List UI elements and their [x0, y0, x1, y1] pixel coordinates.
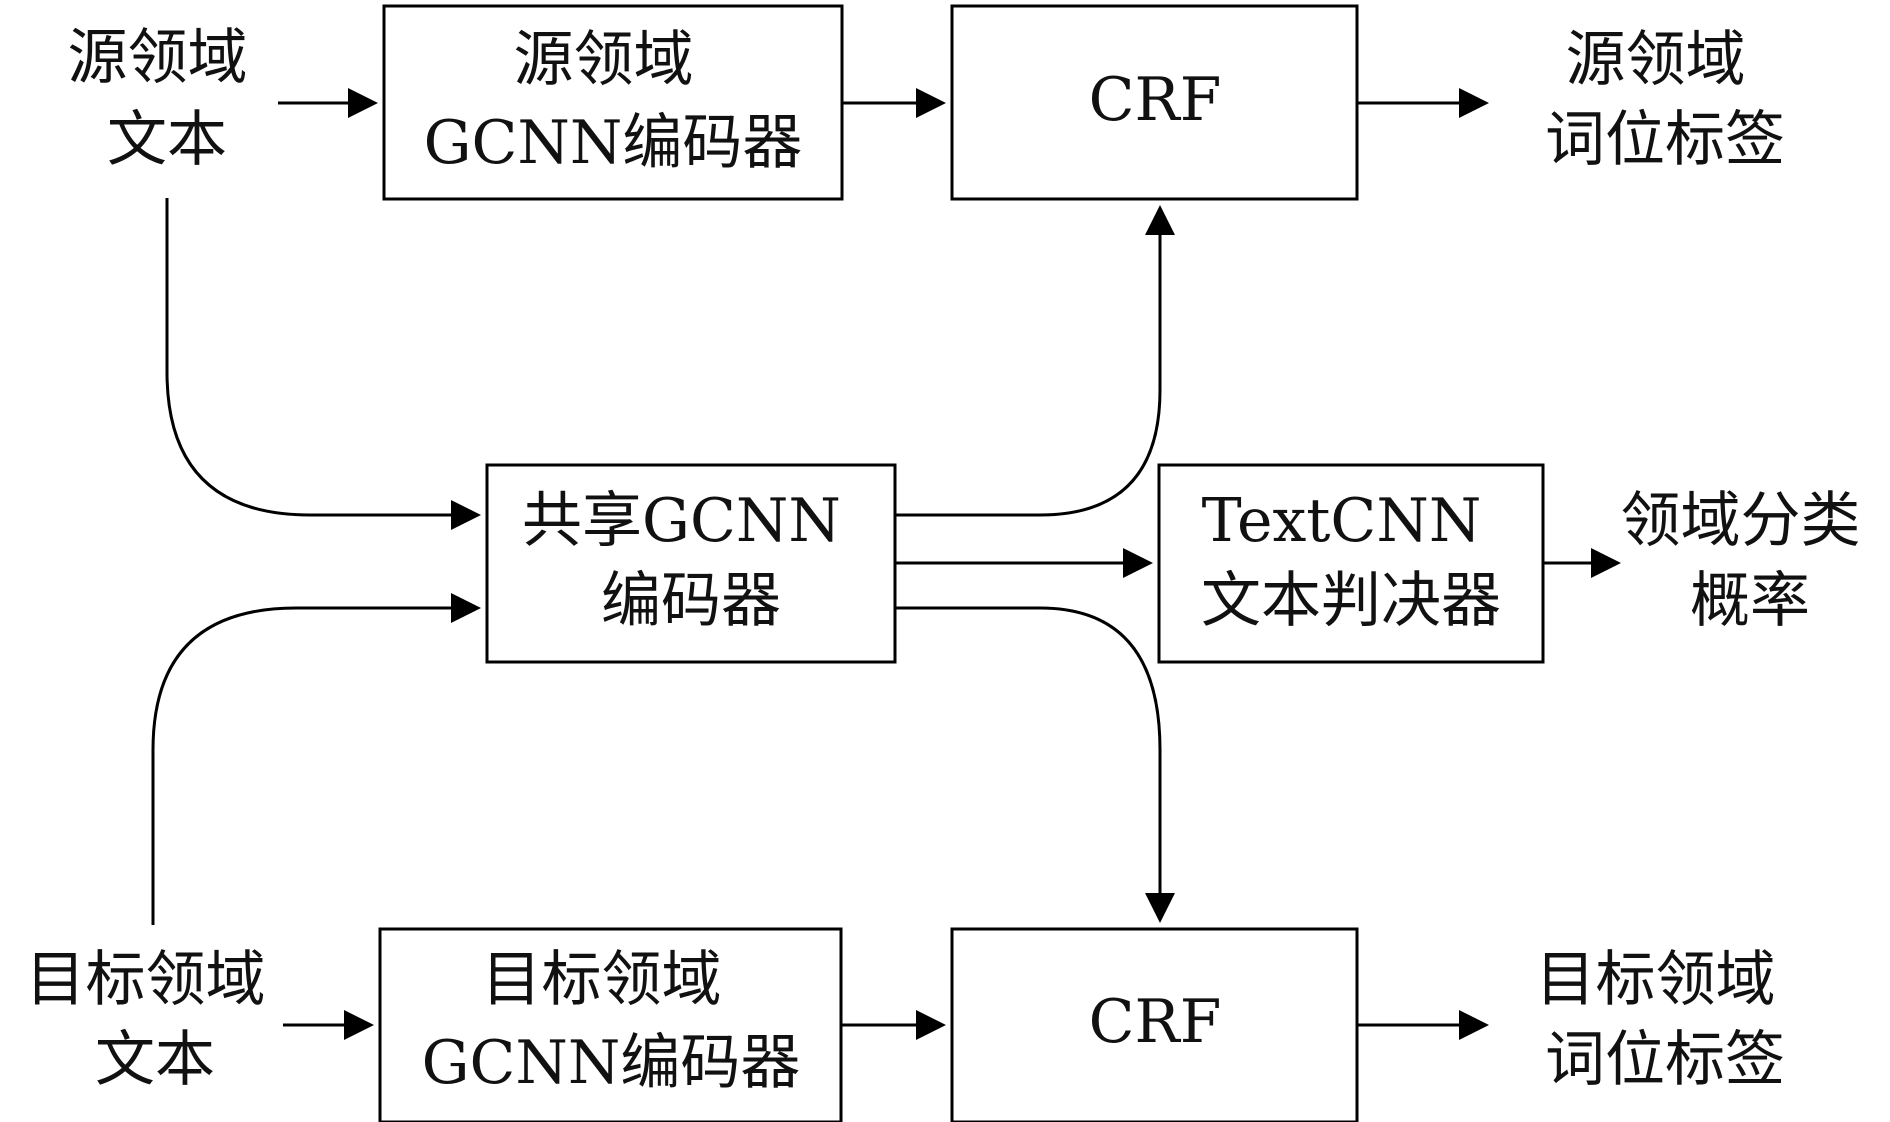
- source-crf-box: [950, 4, 1359, 201]
- source-text-label: 源领域 文本: [67, 23, 266, 175]
- textcnn-line-2: 文本判决器: [1201, 566, 1501, 636]
- target-crf-box: [950, 927, 1359, 1122]
- textcnn-box: [1157, 463, 1545, 664]
- shared-encoder-line-2: 编码器: [601, 566, 781, 636]
- target-text-line-2: 文本: [95, 1025, 215, 1095]
- textcnn-line-1: TextCNN: [1202, 486, 1482, 556]
- target-tags-line-2: 词位标签: [1545, 1025, 1785, 1095]
- edge-shared-encoder-to-target-crf: [895, 606, 1175, 923]
- shared-encoder-line-1: 共享GCNN: [522, 486, 841, 556]
- target-text-label: 目标领域 文本: [25, 945, 284, 1095]
- textcnn-label: TextCNN 文本判决器: [1201, 486, 1501, 636]
- source-tags-line-1: 源领域: [1565, 25, 1745, 95]
- shared-encoder-box: [485, 463, 897, 664]
- source-encoder-line-2: GCNN编码器: [424, 108, 803, 178]
- source-crf-label: CRF: [1089, 65, 1222, 135]
- source-tags-line-2: 词位标签: [1545, 105, 1785, 175]
- target-encoder-box: [378, 927, 843, 1122]
- shared-encoder-label: 共享GCNN 编码器: [522, 486, 860, 636]
- source-text-line-2: 文本: [107, 105, 227, 175]
- edge-target-text-to-shared-encoder: [151, 593, 481, 925]
- target-text-line-1: 目标领域: [25, 945, 265, 1015]
- target-encoder-label: 目标领域 GCNN编码器: [422, 945, 801, 1098]
- source-encoder-box: [382, 4, 844, 201]
- source-encoder-label: 源领域 GCNN编码器: [424, 25, 803, 178]
- target-tags-line-1: 目标领域: [1535, 945, 1775, 1015]
- target-encoder-line-1: 目标领域: [481, 945, 721, 1015]
- edge-shared-encoder-to-source-crf: [895, 205, 1175, 517]
- target-tags-label: 目标领域 词位标签: [1535, 945, 1794, 1095]
- target-encoder-line-2: GCNN编码器: [422, 1028, 801, 1098]
- source-tags-label: 源领域 词位标签: [1545, 25, 1785, 175]
- source-text-line-1: 源领域: [67, 23, 247, 93]
- domain-prob-label: 领域分类 概率: [1620, 486, 1879, 636]
- domain-prob-line-1: 领域分类: [1620, 486, 1860, 556]
- target-crf-label: CRF: [1089, 987, 1222, 1057]
- source-encoder-line-1: 源领域: [513, 25, 693, 95]
- edge-source-text-to-shared-encoder: [165, 198, 481, 530]
- domain-prob-line-2: 概率: [1690, 566, 1810, 636]
